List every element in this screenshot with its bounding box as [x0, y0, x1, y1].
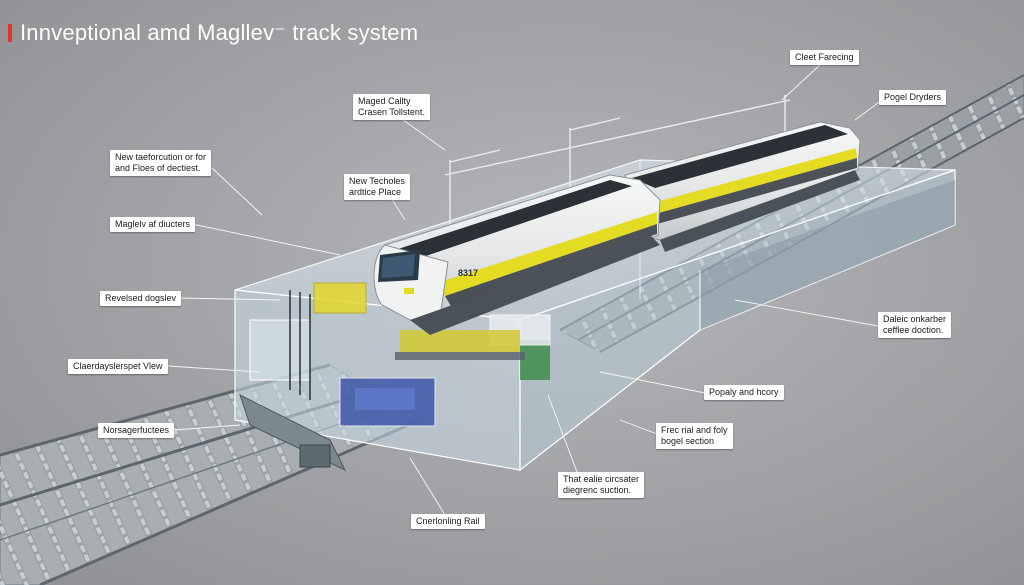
- label-frec-rial: Frec rial and foly bogel section: [656, 423, 733, 449]
- label-dleic-onkarber: Daleic onkarber cefflee doction.: [878, 312, 952, 338]
- label-maglev-ducters: Maglelv af diucters: [110, 217, 196, 232]
- label-cleordyslerspet-view: Claerdayslerspet Vlew: [68, 359, 168, 374]
- label-popaly-hoory: Popaly and hcory: [704, 385, 784, 400]
- label-pogel-dryders: Pogel Dryders: [879, 90, 947, 105]
- label-cnerloning-rail: Cnerlonling Rail: [411, 514, 485, 529]
- page-title: Innveptional amd Magllev⁻ track system: [20, 20, 419, 45]
- label-clect-farecing: Cleet Farecing: [790, 50, 859, 65]
- label-that-ealie: That ealie circsater diegrenc suction.: [558, 472, 645, 498]
- label-norsagerfuctees: Norsagerfuctees: [98, 423, 175, 438]
- label-revelsed-dogslev: Revelsed dogslev: [100, 291, 182, 306]
- maglev-train: [373, 121, 861, 335]
- train-number-text: 8317: [458, 268, 478, 278]
- label-new-taeforcution: New taeforcution or for and Floes of dec…: [110, 150, 212, 176]
- title-accent-bar: [8, 24, 12, 42]
- label-maged-cally: Maged Callty Crasen Tollstent.: [353, 94, 430, 120]
- leader-lines: [167, 62, 887, 516]
- label-new-techoles: New Techoles ardtice Place: [344, 174, 410, 200]
